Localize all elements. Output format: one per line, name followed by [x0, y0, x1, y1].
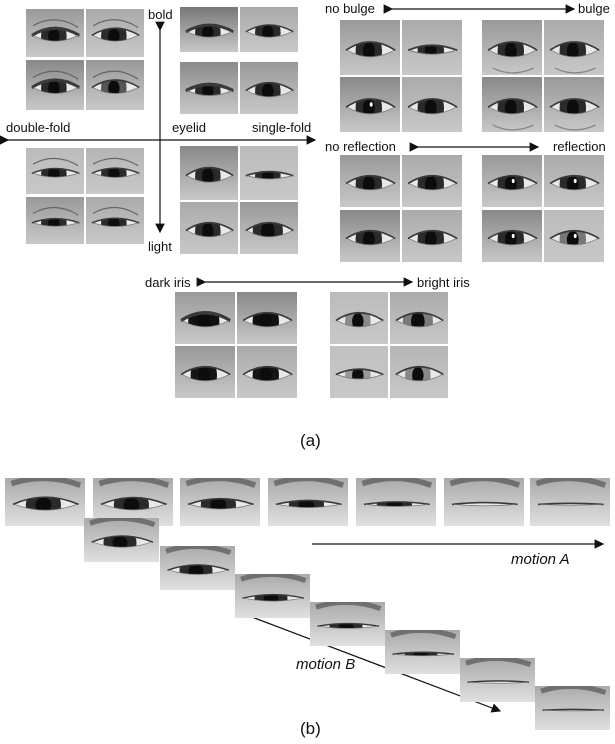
eye-bold-single-fold — [240, 62, 298, 114]
eye-dark-iris — [237, 292, 297, 344]
eye-light-double-fold — [26, 197, 84, 244]
eye-no-reflection — [340, 210, 400, 262]
eye-motion-a-frame — [268, 478, 348, 526]
label-dark-iris: dark iris — [145, 276, 191, 290]
label-eyelid: eyelid — [172, 121, 206, 135]
eye-reflection — [544, 210, 604, 262]
label-bold: bold — [148, 8, 173, 22]
eye-no-reflection — [402, 210, 462, 262]
eye-motion-a-frame — [5, 478, 85, 526]
eye-motion-b-frame — [385, 630, 460, 674]
eye-no-reflection — [402, 155, 462, 207]
eye-motion-b-frame — [160, 546, 235, 590]
eye-bold-double-fold — [26, 60, 84, 110]
eye-motion-b-frame — [235, 574, 310, 618]
eye-motion-a-frame — [356, 478, 436, 526]
eye-motion-a-frame — [530, 478, 610, 526]
label-bright-iris: bright iris — [417, 276, 470, 290]
eye-bold-single-fold — [180, 7, 238, 52]
eye-motion-b-frame — [460, 658, 535, 702]
eye-light-single-fold — [180, 146, 238, 200]
label-light: light — [148, 240, 172, 254]
caption-a: (a) — [300, 432, 321, 450]
eye-no-bulge — [402, 77, 462, 132]
eye-motion-b-frame — [535, 686, 610, 730]
eye-motion-b-frame — [310, 602, 385, 646]
eye-reflection — [544, 155, 604, 207]
label-bulge: bulge — [578, 2, 610, 16]
label-single-fold: single-fold — [252, 121, 311, 135]
eye-bulge — [482, 20, 542, 75]
label-double-fold: double-fold — [6, 121, 70, 135]
eye-reflection — [482, 210, 542, 262]
eye-dark-iris — [175, 292, 235, 344]
label-motion-b: motion B — [296, 658, 355, 672]
eye-motion-a-frame — [180, 478, 260, 526]
eye-bold-single-fold — [240, 7, 298, 52]
eye-bold-double-fold — [86, 9, 144, 57]
eye-motion-a-frame — [444, 478, 524, 526]
eye-bright-iris — [330, 346, 388, 398]
eye-light-double-fold — [86, 148, 144, 194]
label-reflection: reflection — [553, 140, 606, 154]
eye-no-reflection — [340, 155, 400, 207]
eye-motion-b-frame — [84, 518, 159, 562]
eye-bulge — [482, 77, 542, 132]
eye-bold-double-fold — [86, 60, 144, 110]
caption-b: (b) — [300, 720, 321, 738]
eye-reflection — [482, 155, 542, 207]
eye-bulge — [544, 77, 604, 132]
eye-bold-single-fold — [180, 62, 238, 114]
eye-no-bulge — [340, 77, 400, 132]
eye-light-double-fold — [26, 148, 84, 194]
eye-bright-iris — [390, 346, 448, 398]
eye-bright-iris — [390, 292, 448, 344]
eye-light-single-fold — [180, 202, 238, 254]
eye-no-bulge — [402, 20, 462, 75]
label-motion-a: motion A — [511, 553, 570, 567]
eye-dark-iris — [237, 346, 297, 398]
label-no-bulge: no bulge — [325, 2, 375, 16]
label-no-reflection: no reflection — [325, 140, 396, 154]
eye-light-double-fold — [86, 197, 144, 244]
eye-bulge — [544, 20, 604, 75]
eye-bold-double-fold — [26, 9, 84, 57]
eye-dark-iris — [175, 346, 235, 398]
eye-light-single-fold — [240, 202, 298, 254]
eye-light-single-fold — [240, 146, 298, 200]
eye-no-bulge — [340, 20, 400, 75]
eye-bright-iris — [330, 292, 388, 344]
